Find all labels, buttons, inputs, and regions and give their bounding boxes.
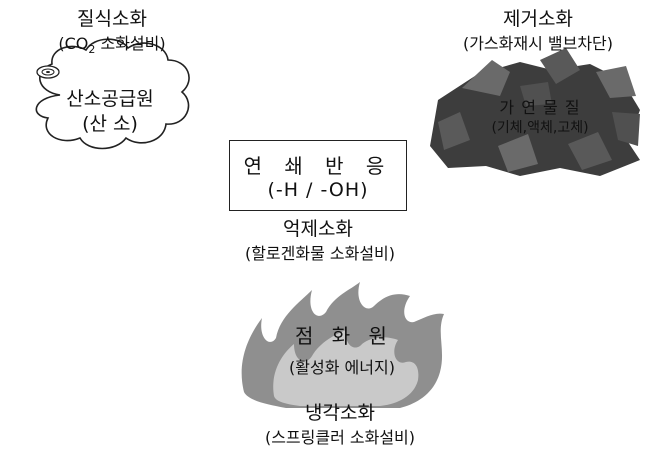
suffocation-sub-suffix: 소화설비) (95, 34, 166, 53)
flame-shape (241, 282, 444, 408)
cooling-subtitle: (스프링클러 소화설비) (264, 428, 416, 447)
oxygen-label: (산 소) (82, 113, 138, 135)
chain-reaction-box: 연 쇄 반 응 (-H / -OH) (229, 140, 407, 211)
ignition-source-label: 점 화 원 (295, 324, 393, 348)
removal-subtitle: (가스화재시 밸브차단) (462, 34, 614, 53)
fuel-rubble-shape (430, 48, 640, 176)
suffocation-subtitle: (CO2 소화설비) (58, 34, 165, 56)
chain-radicals-label: (-H / -OH) (267, 179, 369, 201)
removal-title: 제거소화 (503, 8, 573, 30)
suffocation-title: 질식소화 (77, 8, 147, 30)
fuel-states-label: (기체,액체,고체) (491, 120, 589, 136)
oxygen-cloud-shape (35, 38, 190, 150)
cooling-title: 냉각소화 (305, 402, 375, 424)
fuel-label: 가 연 물 질 (499, 98, 581, 117)
chain-reaction-label: 연 쇄 반 응 (243, 154, 393, 178)
oxygen-source-label: 산소공급원 (66, 88, 154, 110)
inhibition-subtitle: (할로겐화물 소화설비) (244, 244, 396, 263)
activation-energy-label: (활성화 에너지) (289, 358, 395, 377)
inhibition-title: 억제소화 (283, 218, 353, 240)
suffocation-sub-prefix: (CO (58, 34, 89, 53)
suffocation-sub-subscript: 2 (88, 43, 96, 57)
